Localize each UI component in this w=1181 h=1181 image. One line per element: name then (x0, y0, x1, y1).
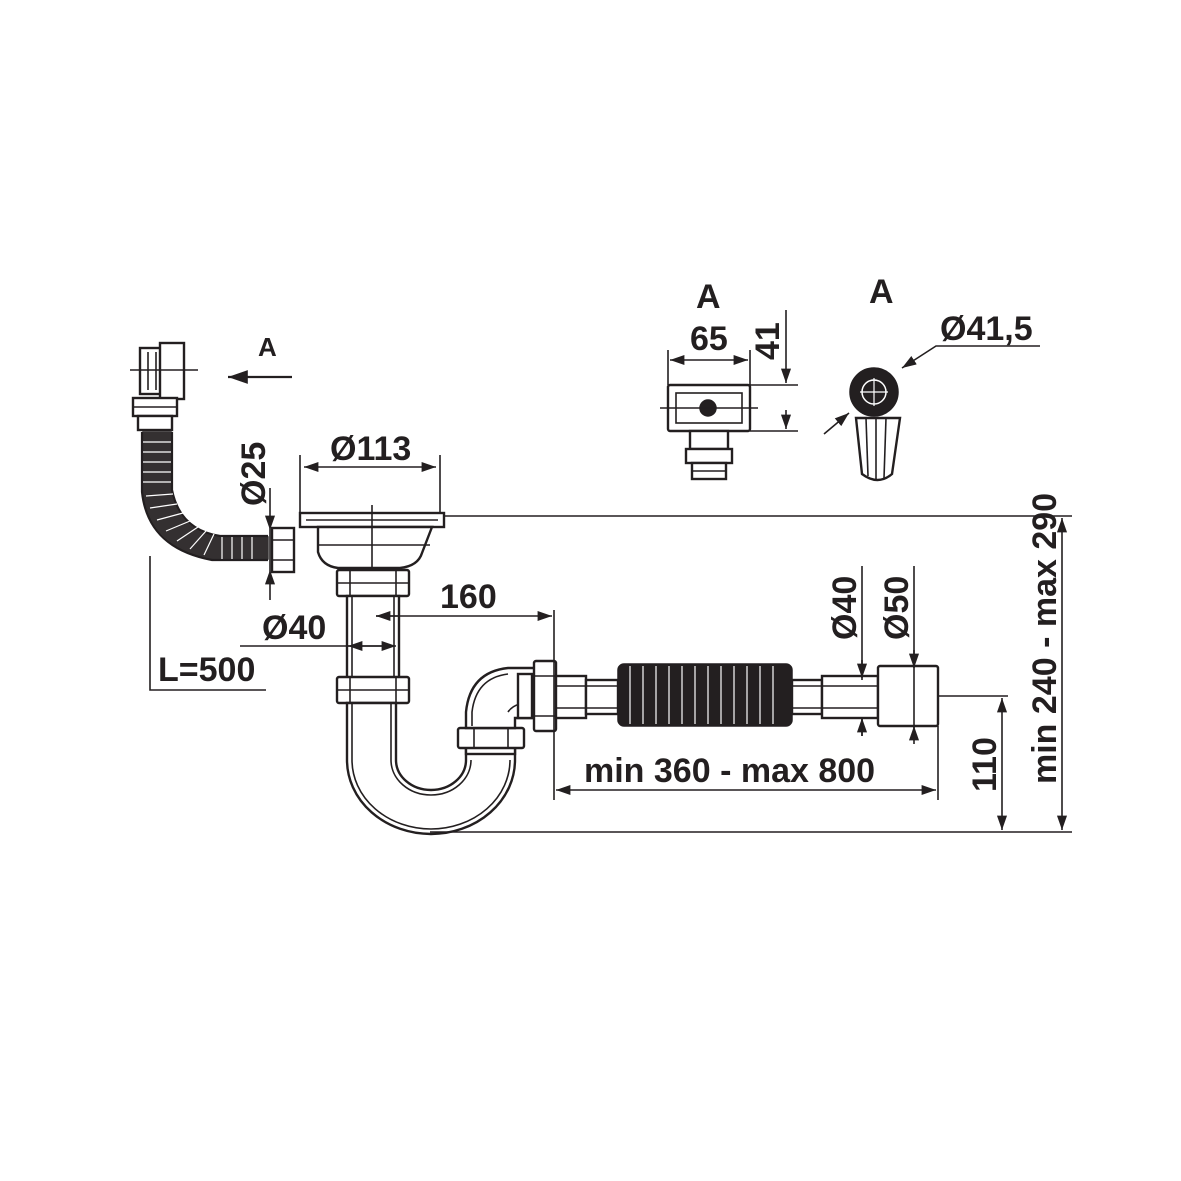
basket-strainer (298, 505, 446, 598)
outlet-outer-diameter-label: Ø50 (878, 576, 916, 640)
view-front-title: A (696, 278, 721, 316)
overflow-head (130, 341, 198, 432)
view-a-front (660, 310, 798, 481)
view-front-width-label: 65 (690, 320, 728, 358)
dimension-lines (149, 455, 1072, 833)
outlet-hose (554, 663, 940, 728)
overflow-hose-diameter-label: Ø25 (235, 442, 273, 506)
view-marker-label: A (258, 332, 277, 362)
siphon-trap (335, 568, 558, 836)
view-a-side (823, 345, 1040, 482)
overflow-hose (140, 431, 269, 562)
trap-offset-label: 160 (440, 578, 497, 616)
labels: A 65 41 A Ø41,5 Ø25 Ø113 L=500 Ø40 160 Ø… (158, 273, 1064, 792)
overflow-assembly (130, 341, 296, 574)
outlet-inner-diameter-label: Ø40 (826, 576, 864, 640)
view-side-diameter-label: Ø41,5 (940, 310, 1033, 348)
view-a-arrow: A (228, 332, 292, 384)
basket-diameter-label: Ø113 (330, 430, 411, 468)
view-front-height-label: 41 (749, 322, 787, 360)
overflow-hose-length-label: L=500 (158, 651, 255, 689)
outlet-length-label: min 360 - max 800 (584, 752, 875, 790)
trap-pipe-diameter-label: Ø40 (262, 609, 326, 647)
outlet-height-label: 110 (966, 737, 1004, 792)
total-height-label: min 240 - max 290 (1026, 493, 1064, 784)
view-side-title: A (869, 273, 894, 311)
